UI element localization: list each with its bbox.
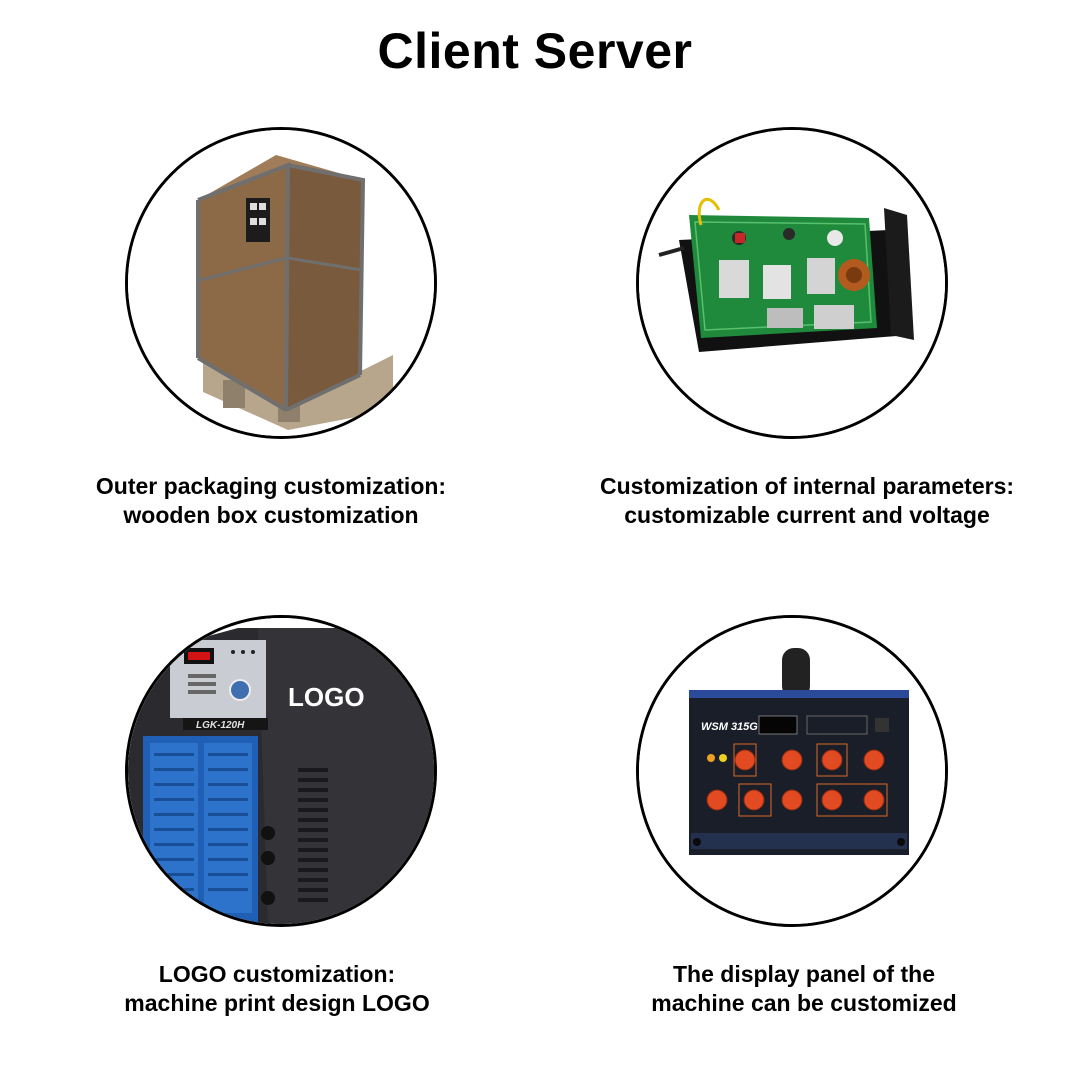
caption-line: Outer packaging customization: bbox=[95, 473, 447, 499]
caption-packaging: Outer packaging customization: wooden bo… bbox=[11, 472, 531, 530]
caption-line: customizable current and voltage bbox=[624, 502, 990, 528]
caption-line: The display panel of the bbox=[673, 961, 935, 987]
caption-line: Customization of internal parameters: bbox=[599, 473, 1015, 499]
logo-text: LOGO bbox=[288, 682, 365, 712]
wooden-box-image bbox=[125, 127, 437, 439]
caption-line: wooden box customization bbox=[123, 502, 419, 528]
display-panel-image: WSM 315G bbox=[636, 615, 948, 927]
caption-parameters: Customization of internal parameters: cu… bbox=[547, 472, 1067, 530]
panel-model-label: WSM 315G bbox=[701, 721, 758, 733]
caption-line: machine can be customized bbox=[651, 990, 957, 1016]
internal-circuit-image bbox=[636, 127, 948, 439]
caption-line: LOGO customization: bbox=[158, 961, 396, 987]
page-title: Client Server bbox=[377, 23, 693, 79]
caption-logo: LOGO customization: machine print design… bbox=[17, 960, 537, 1018]
model-label: LGK-120H bbox=[196, 720, 245, 731]
caption-line: machine print design LOGO bbox=[124, 990, 430, 1016]
logo-machine-image: LGK-120H LOGO bbox=[125, 615, 437, 927]
caption-display-panel: The display panel of the machine can be … bbox=[544, 960, 1064, 1018]
